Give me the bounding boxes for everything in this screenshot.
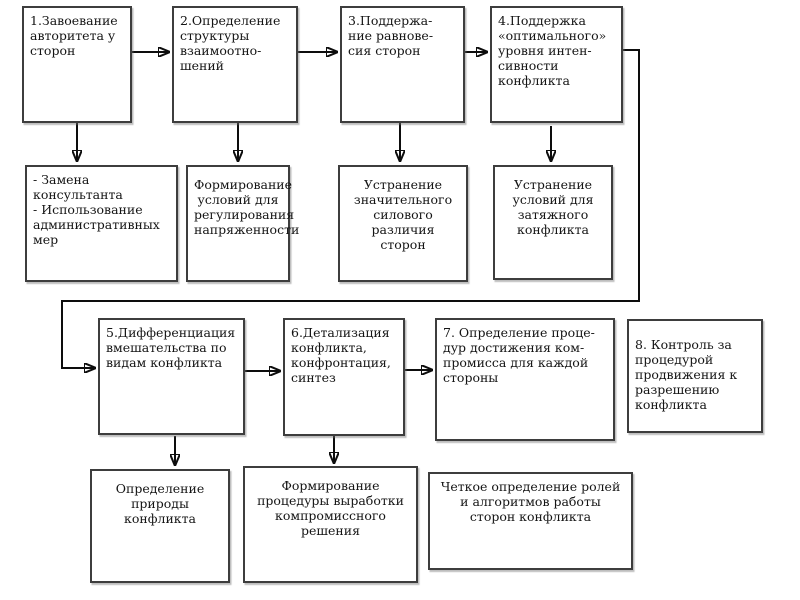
node-action-6-text: Формирование процедуры выработки компром…	[257, 478, 404, 538]
node-action-3-text: Устранение значительного силового различ…	[353, 177, 453, 252]
node-action-5-text: Определение природы конфликта	[115, 481, 205, 526]
node-action-6: Формирование процедуры выработки компром…	[243, 466, 418, 583]
node-step-8: 8. Контроль за процедурой продвижения к …	[627, 319, 763, 433]
node-action-1: - Замена консультанта - Использование ад…	[25, 165, 178, 282]
node-step-5-text: 5.Дифференциация вмешательства по видам …	[106, 325, 236, 370]
node-step-4-text: 4.Поддержка «оптимального» уровня интен-…	[498, 13, 607, 88]
node-action-4: Устранение условий для затяжного конфлик…	[493, 165, 613, 280]
node-action-2: Формирование условий для регулирования н…	[186, 165, 300, 282]
node-step-3: 3.Поддержа- ние равнове- сия сторон	[340, 6, 465, 123]
node-step-2-text: 2.Определение структуры взаимоотно- шени…	[180, 13, 281, 73]
node-step-3-text: 3.Поддержа- ние равнове- сия сторон	[348, 13, 434, 58]
node-step-7: 7. Определение проце- дур достижения ком…	[435, 318, 615, 441]
node-step-1: 1.Завоевание авторитета у сторон	[22, 6, 132, 123]
connector-step4-step5	[61, 49, 640, 368]
node-step-6-text: 6.Детализация конфликта, конфронтация, с…	[291, 325, 391, 385]
node-action-5: Определение природы конфликта	[90, 469, 230, 583]
node-action-4-text: Устранение условий для затяжного конфлик…	[512, 177, 594, 237]
node-action-7-text: Четкое определение ролей и алгоритмов ра…	[440, 479, 621, 524]
node-action-3: Устранение значительного силового различ…	[338, 165, 468, 282]
node-action-2-text: Формирование условий для регулирования н…	[194, 177, 300, 237]
node-step-1-text: 1.Завоевание авторитета у сторон	[30, 13, 118, 58]
node-action-7: Четкое определение ролей и алгоритмов ра…	[428, 472, 633, 570]
node-step-5: 5.Дифференциация вмешательства по видам …	[98, 318, 245, 435]
node-step-2: 2.Определение структуры взаимоотно- шени…	[172, 6, 298, 123]
node-step-7-text: 7. Определение проце- дур достижения ком…	[443, 325, 595, 385]
node-step-8-text: 8. Контроль за процедурой продвижения к …	[635, 337, 738, 412]
node-action-1-text: - Замена консультанта - Использование ад…	[33, 172, 160, 247]
node-step-4: 4.Поддержка «оптимального» уровня интен-…	[490, 6, 623, 123]
node-step-6: 6.Детализация конфликта, конфронтация, с…	[283, 318, 405, 436]
